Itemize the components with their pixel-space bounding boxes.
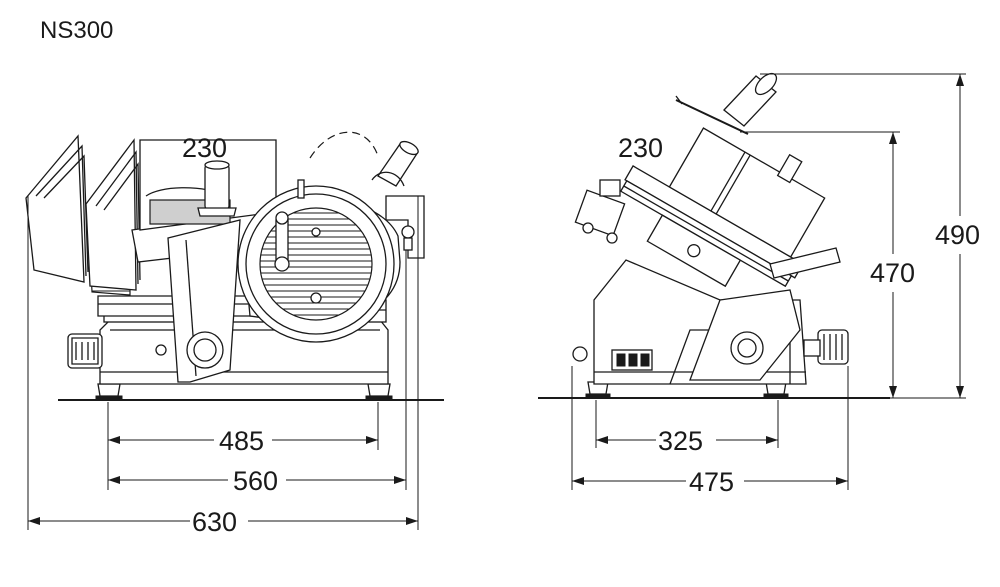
side-left-button	[572, 346, 588, 362]
front-dim-630: 630	[192, 507, 237, 537]
front-sharpener	[371, 140, 425, 259]
side-dim-475: 475	[689, 467, 734, 497]
front-dimensions: 485 560 630	[27, 196, 419, 537]
side-dim-470: 470	[870, 258, 915, 288]
side-pusher-handle	[675, 72, 778, 135]
front-base-screw	[155, 344, 167, 356]
side-motor-housing	[689, 289, 801, 381]
side-carriage-assembly	[619, 127, 826, 288]
front-feet	[95, 383, 393, 401]
front-left-knob	[67, 333, 103, 369]
side-dim-490: 490	[935, 220, 980, 250]
side-feet	[585, 381, 789, 399]
drawing-title: NS300	[40, 17, 113, 44]
front-guard-arc	[309, 131, 379, 159]
side-clamp-block	[574, 179, 626, 244]
side-view: 230	[538, 72, 890, 399]
side-right-knob	[803, 329, 849, 365]
front-tray-plates	[25, 134, 141, 291]
front-dim-485: 485	[219, 426, 264, 456]
front-dim-560: 560	[233, 466, 278, 496]
side-switch-panel	[611, 349, 653, 371]
front-clamp-pins	[274, 179, 305, 272]
front-pusher	[197, 160, 237, 217]
side-dim-325: 325	[658, 426, 703, 456]
side-lever	[769, 247, 841, 279]
front-view: 230	[25, 131, 444, 401]
side-dimensions: 325 475 470 490	[571, 73, 980, 497]
front-column	[167, 219, 241, 383]
side-dim-230-label: 230	[618, 133, 663, 163]
front-dim-230-label: 230	[182, 133, 227, 163]
